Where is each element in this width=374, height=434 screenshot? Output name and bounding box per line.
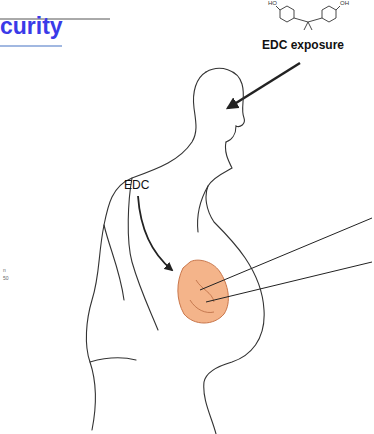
title-underline — [0, 45, 62, 46]
pregnant-woman-figure — [86, 68, 264, 434]
exposure-label: EDC exposure — [262, 39, 344, 52]
atom-label: HO — [268, 0, 277, 7]
edc-label: EDC — [124, 179, 149, 192]
exposure-arrow — [228, 63, 300, 108]
molecule-symbol — [276, 6, 340, 30]
fragment-note: 50 — [3, 276, 9, 282]
atom-label: OH — [340, 0, 349, 7]
fetus-figure — [178, 260, 228, 323]
leader-line — [200, 218, 372, 290]
slide-title: curity — [0, 14, 63, 39]
fragment-note: n — [3, 268, 6, 274]
leader-line — [206, 262, 372, 302]
transfer-arrow — [138, 196, 172, 270]
